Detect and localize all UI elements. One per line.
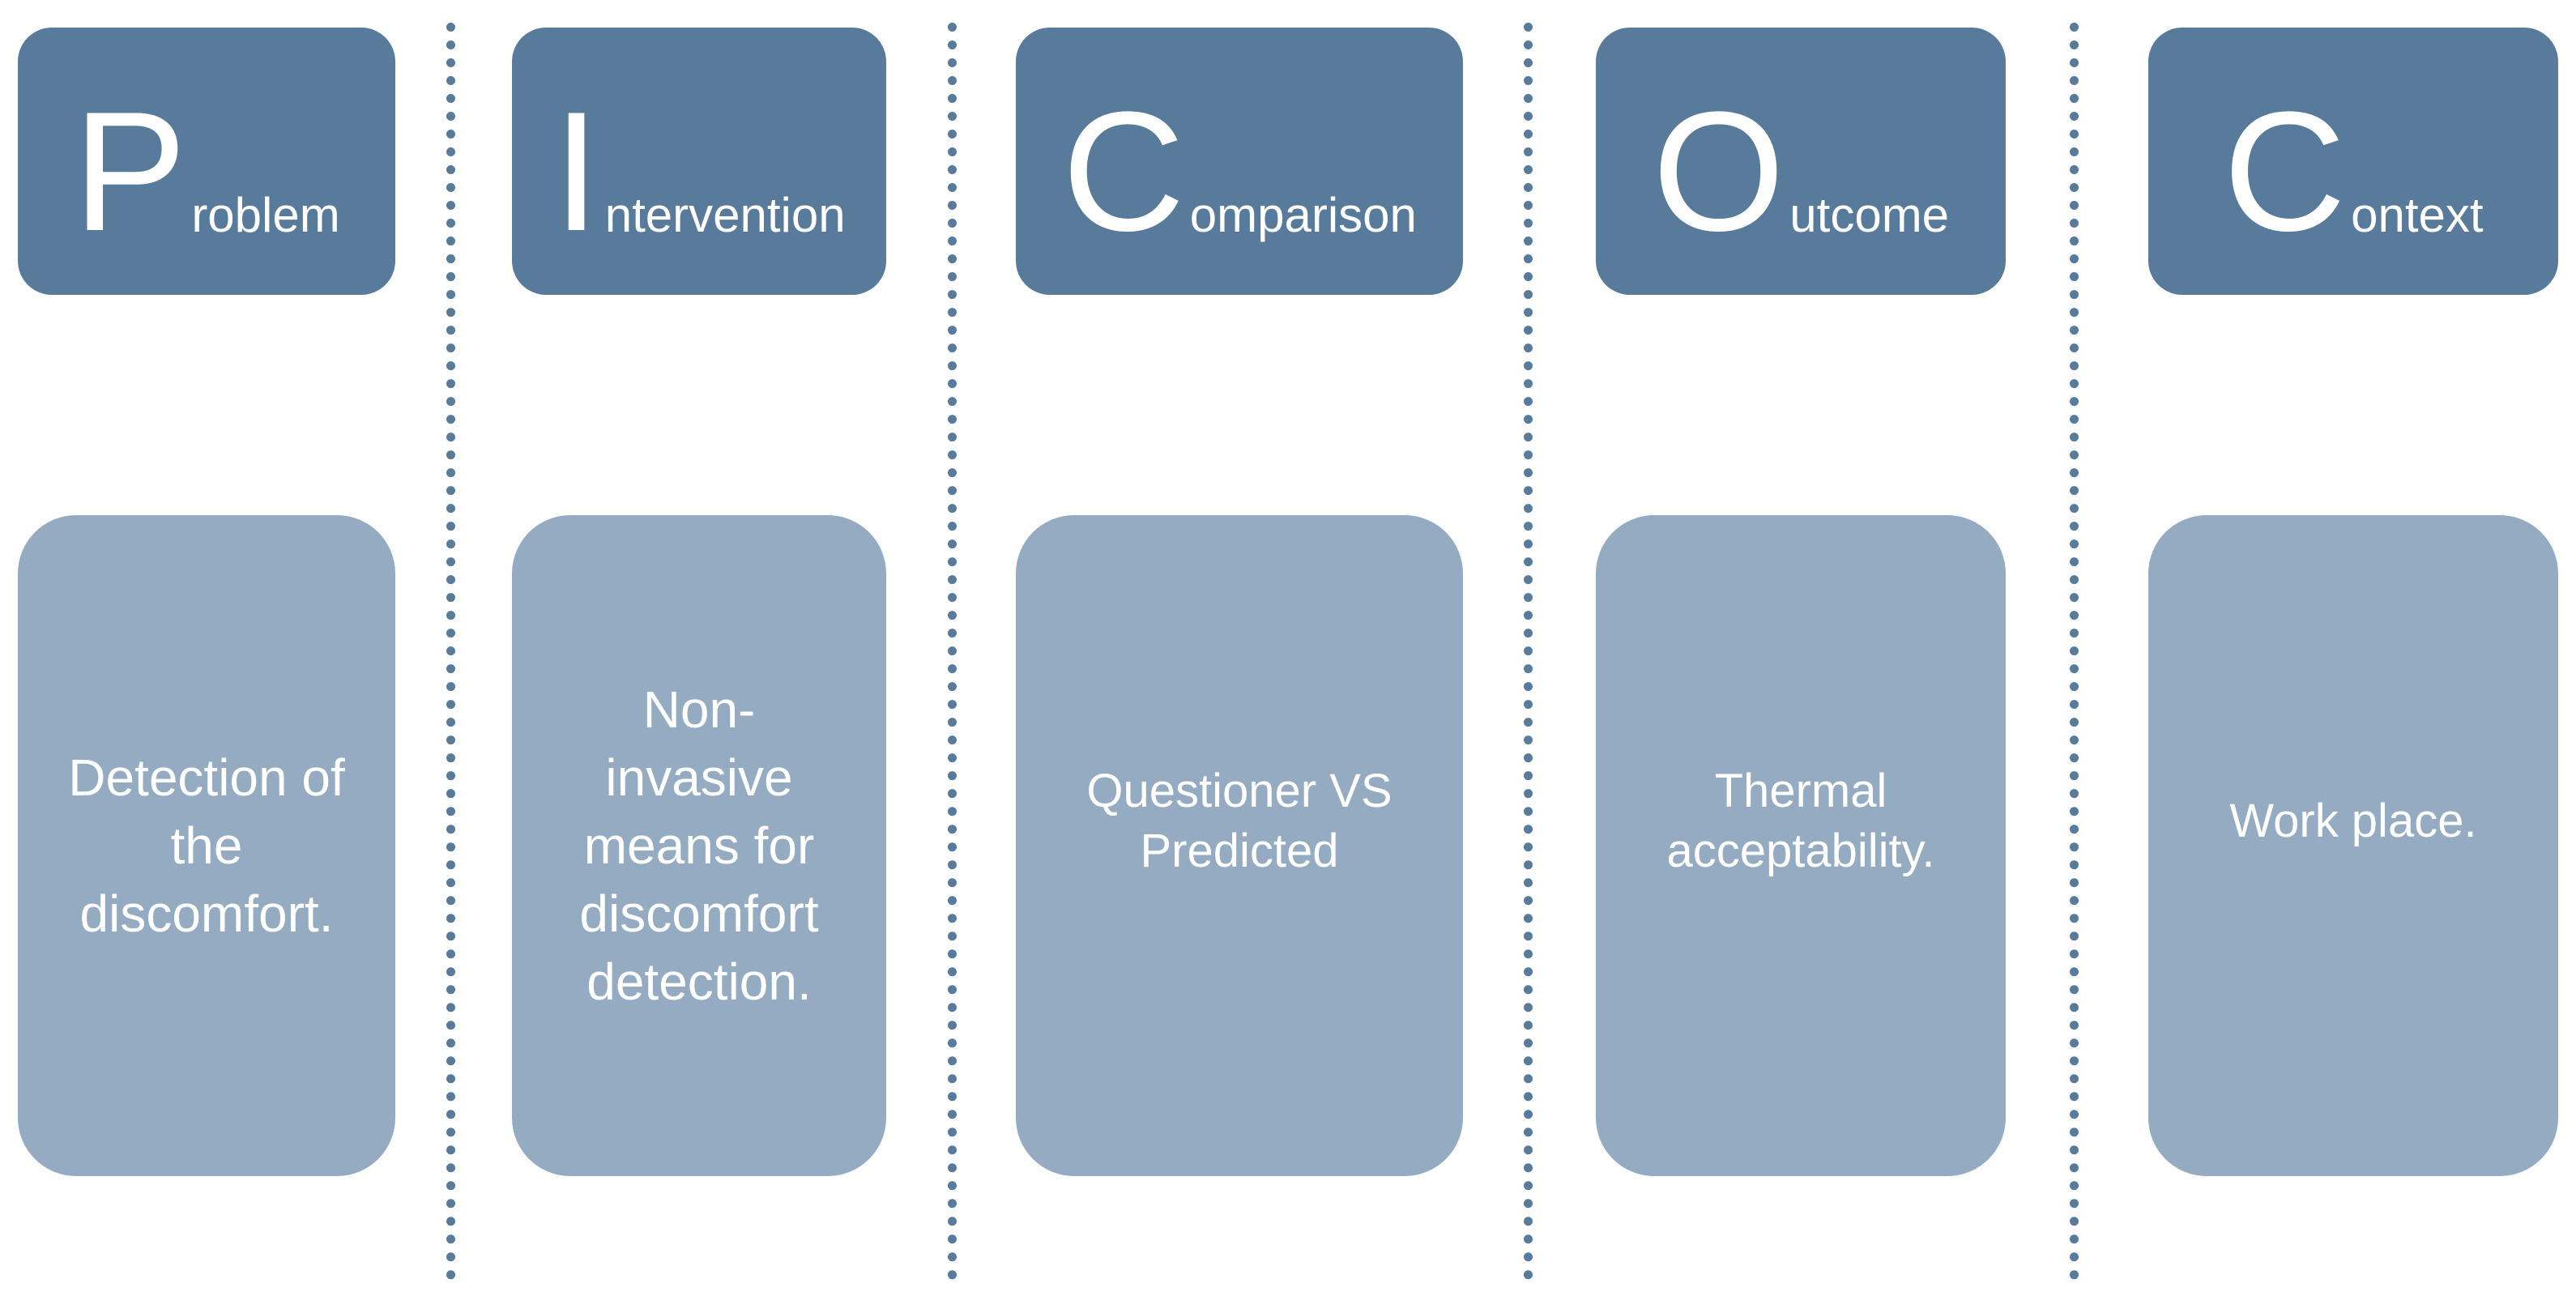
body-intervention-text: Non- invasive means for discomfort detec… xyxy=(579,680,819,1011)
header-problem-label: roblem xyxy=(191,188,340,242)
header-outcome-letter: O xyxy=(1652,76,1785,266)
body-outcome: Thermal acceptability. xyxy=(1596,515,2006,1176)
header-intervention-letter: I xyxy=(552,76,600,266)
header-comparison-label: omparison xyxy=(1189,188,1417,242)
body-problem-text: Detection of the discomfort. xyxy=(68,748,345,943)
header-comparison-letter: C xyxy=(1062,76,1185,266)
body-context-text: Work place. xyxy=(2229,795,2477,847)
header-intervention-label: ntervention xyxy=(604,188,846,242)
separator-1 xyxy=(446,23,455,1280)
header-problem-letter: P xyxy=(73,76,187,266)
body-context: Work place. xyxy=(2148,515,2558,1176)
separator-3 xyxy=(1524,23,1533,1280)
header-context-letter: C xyxy=(2223,76,2347,266)
header-context-label: ontext xyxy=(2351,188,2484,242)
body-comparison-text: Questioner VS Predicted xyxy=(1086,765,1392,877)
header-outcome-label: utcome xyxy=(1789,188,1950,242)
separator-4 xyxy=(2070,23,2079,1280)
separator-2 xyxy=(948,23,957,1280)
body-problem: Detection of the discomfort. xyxy=(18,515,395,1176)
body-intervention: Non- invasive means for discomfort detec… xyxy=(512,515,886,1176)
body-outcome-text: Thermal acceptability. xyxy=(1666,765,1935,877)
body-comparison: Questioner VS Predicted xyxy=(1016,515,1463,1176)
